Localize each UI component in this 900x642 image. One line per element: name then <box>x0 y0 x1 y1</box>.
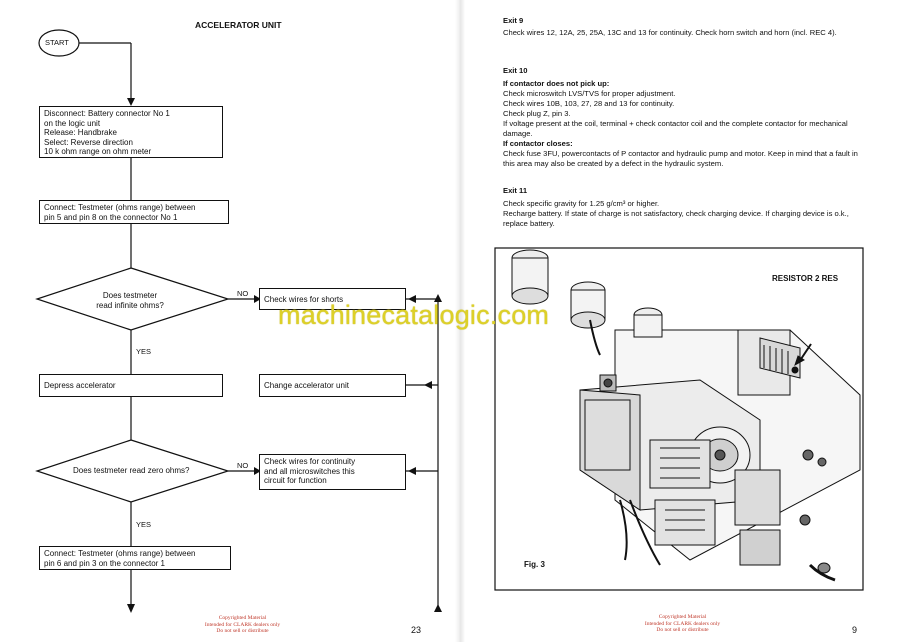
figure-label: RESISTOR 2 RES <box>772 274 839 283</box>
check-shorts-box: Check wires for shorts <box>259 288 406 310</box>
exit10-subheading-1: If contactor does not pick up: <box>503 79 610 88</box>
watermark-text: machinecatalogic.com <box>278 300 550 330</box>
exit10-line-4: If voltage present at the coil, terminal… <box>503 119 848 138</box>
disconnect-box: Disconnect: Battery connector No 1 on th… <box>39 106 223 158</box>
page-number-right: 9 <box>852 625 858 635</box>
change-accelerator-box: Change accelerator unit <box>259 374 406 397</box>
copyright-right: Copyrighted Material Intended for CLARK … <box>644 614 721 633</box>
exit11-line-2: Recharge battery. If state of charge is … <box>503 209 849 228</box>
copyright-left: Copyrighted Material Intended for CLARK … <box>204 615 281 634</box>
exit11-heading: Exit 11 <box>503 186 528 195</box>
exit10-heading: Exit 10 <box>503 66 528 75</box>
decision-zero-ohms-text: Does testmeter read zero ohms? <box>73 466 190 475</box>
exit11-line-1: Check specific gravity for 1.25 g/cm³ or… <box>503 199 660 208</box>
page-title-left: ACCELERATOR UNIT <box>195 20 282 30</box>
exit9-heading: Exit 9 <box>503 16 524 25</box>
depress-accelerator-box: Depress accelerator <box>39 374 223 397</box>
exit10-subheading-2: If contactor closes: <box>503 139 573 148</box>
exit10-line-2: Check wires 10B, 103, 27, 28 and 13 for … <box>503 99 675 108</box>
decision-infinite-ohms-text: Does testmeter read infinite ohms? <box>96 291 164 310</box>
yes-label-2: YES <box>136 520 152 529</box>
connect-pins-6-3-box: Connect: Testmeter (ohms range) between … <box>39 546 231 570</box>
page-gutter <box>455 0 465 642</box>
exit10-line-3: Check plug Z, pin 3. <box>503 109 571 118</box>
no-label-1: NO <box>237 289 249 298</box>
resistor-assembly-illustration <box>511 249 861 582</box>
connect-pins-5-8-box: Connect: Testmeter (ohms range) between … <box>39 200 229 224</box>
start-label: START <box>45 38 69 47</box>
exit10-text-2: Check fuse 3FU, powercontacts of P conta… <box>503 149 858 168</box>
figure-caption: Fig. 3 <box>524 560 545 569</box>
exit10-line-1: Check microswitch LVS/TVS for proper adj… <box>503 89 676 98</box>
yes-label-1: YES <box>136 347 152 356</box>
check-continuity-box: Check wires for continuity and all micro… <box>259 454 406 490</box>
exit9-text: Check wires 12, 12A, 25, 25A, 13C and 13… <box>503 28 837 37</box>
no-label-2: NO <box>237 461 249 470</box>
page-number-left: 23 <box>411 625 422 635</box>
